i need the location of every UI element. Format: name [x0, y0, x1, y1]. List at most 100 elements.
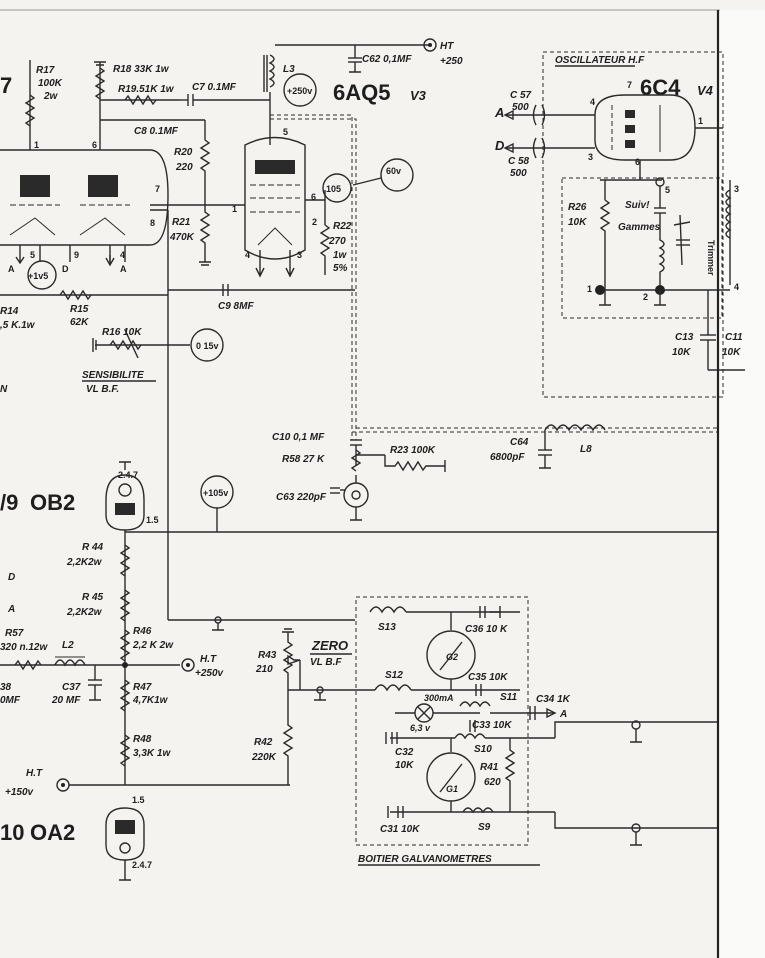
schematic-label: 10K	[395, 760, 414, 771]
schematic-label: 2,2K2w	[66, 557, 103, 568]
left-double-triode: 7 1 6 7 8 5 9 4 A D A	[0, 73, 169, 274]
schematic-label: 3	[734, 184, 739, 194]
schematic-label: C13	[675, 332, 694, 343]
left-c38-value: 0MF	[0, 695, 21, 706]
schematic-label: C34 1K	[536, 694, 571, 705]
schematic-label: 105	[326, 184, 341, 194]
shielded-lead-2	[270, 118, 357, 440]
schematic-label: +150v	[5, 787, 35, 798]
schematic-label: C36 10 K	[465, 624, 508, 635]
schematic-label: 3	[297, 250, 302, 260]
schematic-label: G2	[446, 652, 458, 662]
schematic-label: R19.51K 1w	[118, 84, 175, 95]
capacitor-c62: C62 0,1MF	[348, 45, 412, 73]
osc-out-a: A	[494, 105, 504, 120]
voltage-250: +250v	[283, 73, 317, 107]
schematic-label: C32	[395, 747, 414, 758]
schematic-label: C8 0.1MF	[134, 126, 179, 137]
schematic-label: R 45	[82, 592, 104, 603]
schematic-label: 220	[175, 162, 193, 173]
schematic-label: 20 MF	[51, 695, 81, 706]
schematic-label: L3	[283, 64, 295, 75]
schematic-label: C37	[62, 682, 81, 693]
schematic-label: 2.4.7	[132, 860, 152, 870]
schematic-label: 10K	[722, 347, 741, 358]
schematic-label: R16 10K	[102, 327, 142, 338]
left-d-label: D	[62, 264, 69, 274]
resistor-r15: R15 62K	[0, 289, 168, 328]
schematic-label: S11	[500, 692, 517, 703]
schematic-label: L2	[62, 640, 74, 651]
schematic-label: C63 220pF	[276, 492, 327, 503]
resistor-r44: R 44 2,2K2w	[66, 542, 131, 577]
schematic-label: 10K	[672, 347, 691, 358]
left-a2-label: A	[7, 604, 15, 615]
galvanometer-box: BOITIER GALVANOMETRES S13 C36 10 K G2 S1…	[355, 596, 571, 866]
schematic-label: 470K	[169, 232, 195, 243]
schematic-label: 5%	[333, 263, 348, 274]
schematic-label: 62K	[70, 317, 89, 328]
schematic-label: R17	[36, 65, 55, 76]
tube-6aq5: 6AQ5 V3 5 1 6 2 4 3	[232, 80, 427, 278]
schematic-label: R41	[480, 762, 499, 773]
resistor-r18: R18 33K 1w	[94, 61, 170, 150]
schematic-label: R18 33K 1w	[113, 64, 170, 75]
schematic-label: 0 15v	[196, 341, 219, 351]
schematic-label: +250	[440, 56, 463, 67]
galv-out-a: A	[559, 709, 567, 720]
schematic-label: 6	[311, 192, 316, 202]
resistor-r19: R19.51K 1w	[100, 84, 180, 106]
schematic-label: C 58	[508, 156, 530, 167]
schematic-label: 6800pF	[490, 452, 525, 463]
left-a-label-2: A	[120, 264, 127, 274]
schematic-label: C31 10K	[380, 824, 420, 835]
schematic-label: 7	[627, 80, 632, 90]
schematic-label: C11	[725, 332, 743, 343]
schematic-label: 500	[510, 168, 527, 179]
paper-overlap	[718, 10, 765, 958]
schematic-label: 2w	[43, 91, 59, 102]
voltage-105b: +105v	[200, 475, 234, 532]
schematic-label: 1w	[333, 250, 348, 261]
pin-label: 1	[34, 140, 39, 150]
schematic-label: H.T	[200, 654, 217, 665]
c10-r58-network: C10 0,1 MF R58 27 K R23 100K C63 220pF	[272, 432, 446, 521]
schematic-label: 320 n.12w	[0, 642, 48, 653]
schematic-label: G1	[446, 784, 458, 794]
regulator-oa2: 1.5 2.4.7 10 OA2	[0, 795, 152, 881]
schematic-label: 300mA	[424, 693, 454, 703]
schematic-label: 210	[255, 664, 273, 675]
schematic-label: R43	[258, 650, 277, 661]
schematic-label: 2,2 K 2w	[132, 640, 174, 651]
ht-terminal: HT +250	[423, 38, 463, 67]
schematic-label: 1	[698, 116, 703, 126]
schematic-label: 2	[312, 217, 317, 227]
schematic-label: R42	[254, 737, 273, 748]
left-d2-label: D	[8, 572, 15, 583]
schematic-label: 3	[588, 152, 593, 162]
sensitivity-label: SENSIBILITE	[82, 370, 144, 381]
schematic-label: S12	[385, 670, 403, 681]
schematic-label: 620	[484, 777, 501, 788]
schematic-label: HT	[440, 41, 454, 52]
schematic-label: 4,7K1w	[132, 695, 169, 706]
schematic-label: OB2	[30, 490, 75, 515]
capacitor-c64: C64 6800pF	[490, 430, 552, 469]
schematic-label: +105v	[203, 488, 228, 498]
resistor-r21: R21 470K	[169, 205, 211, 266]
resistor-r20: R20 220	[174, 139, 211, 205]
capacitor-c9: C9 8MF	[218, 284, 254, 312]
voltage-1v5: +1v5	[27, 260, 57, 290]
schematic-label: +250v	[287, 86, 312, 96]
schematic-label: 220K	[251, 752, 277, 763]
trimmer-label: Trimmer	[706, 240, 716, 276]
pin-label: 8	[150, 218, 155, 228]
resistor-r22: R22 270 1w 5%	[305, 190, 352, 275]
pin-label: 4	[120, 250, 125, 260]
r14-value: ,5 K.1w	[0, 320, 36, 331]
pin-label: 9	[74, 250, 79, 260]
suivi-label: Suiv!	[625, 200, 650, 211]
side-n-label: N	[0, 384, 8, 395]
voltage-105: 105	[322, 173, 352, 203]
